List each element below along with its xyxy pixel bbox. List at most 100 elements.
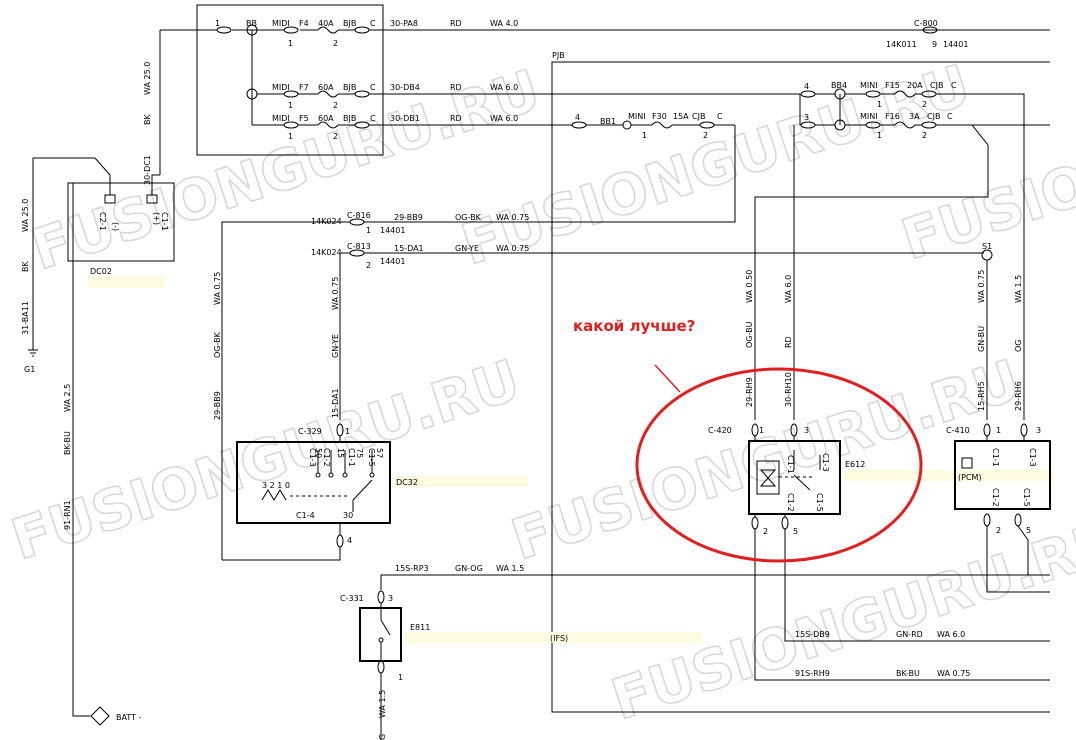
e612-pin3: 3 [804, 426, 809, 435]
ignition-switch-dc32: C-329 1 C1-3 C1-2 C1-1 C1-5 50 15 75 57 … [222, 423, 528, 561]
f15-p1: 1 [877, 100, 882, 109]
dc32-p50: 50 [314, 448, 323, 458]
c816-num: 14401 [380, 226, 405, 235]
bb-label: BB [246, 19, 257, 28]
c813-color: GN-YE [455, 244, 479, 253]
pcm-w2-color: OG [1014, 340, 1023, 353]
inertia-switch-e811: 15S-RP3 GN-OG WA 1.5 C-331 3 E811 (IFS) … [340, 564, 1050, 740]
c800-pin: 9 [932, 40, 937, 49]
c816-circuit: 29-BB9 [394, 213, 423, 222]
f15-mini: MINI [860, 81, 878, 90]
fuse-amp: 60A [318, 83, 334, 92]
bjb-label: BJB [343, 83, 356, 92]
c-label: C [370, 19, 376, 28]
pjb-cjb: CJB [692, 112, 705, 121]
batt-minus: BATT - WA 2.5 BK-BU 91-RN1 [63, 183, 142, 726]
e612-w2-circuit: 30-RH10 [784, 372, 793, 407]
bk-wa: WA 2.5 [63, 384, 72, 412]
e811-name: E811 [410, 623, 430, 632]
bat-c11: C1-1 [160, 212, 169, 231]
pjb-c: C [717, 112, 723, 121]
pcm-pin2: 2 [996, 526, 1001, 535]
bw2-circuit: 91S-RH9 [795, 669, 830, 678]
e612-w1-color: OG-BU [745, 321, 754, 348]
e612-c12: C1-2 [786, 493, 795, 512]
c813-pin: 2 [366, 261, 371, 270]
ground-circuit: 31-BA11 [21, 301, 30, 335]
fuse-amp: 40A [318, 19, 334, 28]
pjb-amp: 15A [673, 112, 689, 121]
e612-pin1: 1 [759, 426, 764, 435]
c813-code: 14K024 [311, 248, 342, 257]
bat-left-wa: WA 25.0 [21, 199, 30, 232]
c800-code: 14K011 [886, 40, 917, 49]
e612-c15: C1-5 [815, 493, 824, 512]
splice-label: S1 [982, 242, 992, 251]
fuse-type: MIDI [272, 114, 290, 123]
e612-pin2: 2 [763, 527, 768, 536]
dc32-c14: C1-4 [296, 511, 315, 520]
pcm-c13: C1-3 [1028, 448, 1037, 467]
gn-color: GN-YE [331, 334, 340, 358]
c816-color: OG-BK [455, 213, 482, 222]
e612-conn: C-420 [708, 426, 732, 435]
e612-w1-wa: WA 0.50 [745, 270, 754, 303]
f16-amp: 3A [909, 112, 920, 121]
f15-amp: 20A [907, 81, 923, 90]
pin2-label: 2 [333, 39, 338, 48]
c331-name: C-331 [340, 594, 364, 603]
pin2-label: 2 [333, 101, 338, 110]
e612-c11: C1-1 [786, 455, 795, 474]
connectors-c816-c813: C-816 14K024 1 14401 29-BB9 OG-BK WA 0.7… [213, 211, 984, 560]
wire-gauge: WA 6.0 [490, 114, 518, 123]
pcm-w2-circuit: 29-RH6 [1014, 381, 1023, 411]
dc32-pin-d: C1-5 [367, 448, 376, 467]
pcm-w1-wa: WA 0.75 [977, 270, 986, 303]
pin1-label: 1 [288, 39, 293, 48]
ign-color: GN-OG [455, 564, 483, 573]
dc32-pin-nums: 3 2 1 0 [262, 481, 290, 490]
e612-c13: C1-3 [821, 453, 830, 472]
f15-fuse: F15 [885, 81, 900, 90]
bottom-wires: 15S-DB9 GN-RD WA 6.0 91S-RH9 BK-BU WA 0.… [795, 630, 970, 678]
pcm-c11: C1-1 [991, 448, 1000, 467]
e612-name: E612 [845, 460, 865, 469]
relay-e612: C-420 1 3 C1-1 C1-3 C1-2 C1-5 E612 2 5 W… [708, 270, 1054, 681]
bk-circuit: 91-RN1 [63, 500, 72, 530]
ign-wa: WA 1.5 [496, 564, 524, 573]
pcm-c12: C1-2 [991, 488, 1000, 507]
pin1-label: 1 [288, 132, 293, 141]
bw2-color: BK-BU [896, 669, 920, 678]
bat-bk: BK [143, 114, 152, 125]
c800-num: 14401 [943, 40, 968, 49]
circuit-label: 30-DB4 [390, 83, 420, 92]
e612-pin5: 5 [793, 527, 798, 536]
bat-wa: WA 25.0 [143, 62, 152, 95]
bw1-circuit: 15S-DB9 [795, 630, 830, 639]
og-circuit: 29-BB9 [213, 391, 222, 420]
dc32-pin-a: C1-3 [308, 448, 317, 467]
e612-w1-circuit: 29-RH9 [745, 377, 754, 407]
e811-g: G [378, 734, 387, 740]
wire-gauge: WA 4.0 [490, 19, 518, 28]
e612-w2-color: RD [784, 336, 793, 348]
c813-wa: WA 0.75 [496, 244, 529, 253]
bat-pos: (+) [152, 212, 161, 225]
bw1-wa: WA 6.0 [937, 630, 965, 639]
f15-cjb: CJB [930, 81, 943, 90]
bw2-wa: WA 0.75 [937, 669, 970, 678]
battery-dc02: WA 25.0 BK 30-DC1 (-) C2-1 (+) C1-1 DC02… [21, 30, 175, 374]
c800-name: C-800 [914, 19, 938, 28]
circuit-label: 30-PA8 [390, 19, 418, 28]
pcm-c410: C-410 1 3 C1-1 C1-3 C1-2 C1-5 (PCM) 2 5 … [946, 242, 1051, 593]
pcm-w1-circuit: 15-RH5 [977, 381, 986, 411]
bb4-name: BB4 [831, 81, 847, 90]
annotation-text: какой лучше? [573, 317, 695, 335]
batt-label: BATT - [116, 713, 142, 722]
c-label: C [370, 83, 376, 92]
bjb-label: BJB [343, 114, 356, 123]
gn-wa: WA 0.75 [331, 277, 340, 310]
bat-left-bk: BK [21, 261, 30, 272]
bb4-pin4: 4 [804, 82, 809, 91]
